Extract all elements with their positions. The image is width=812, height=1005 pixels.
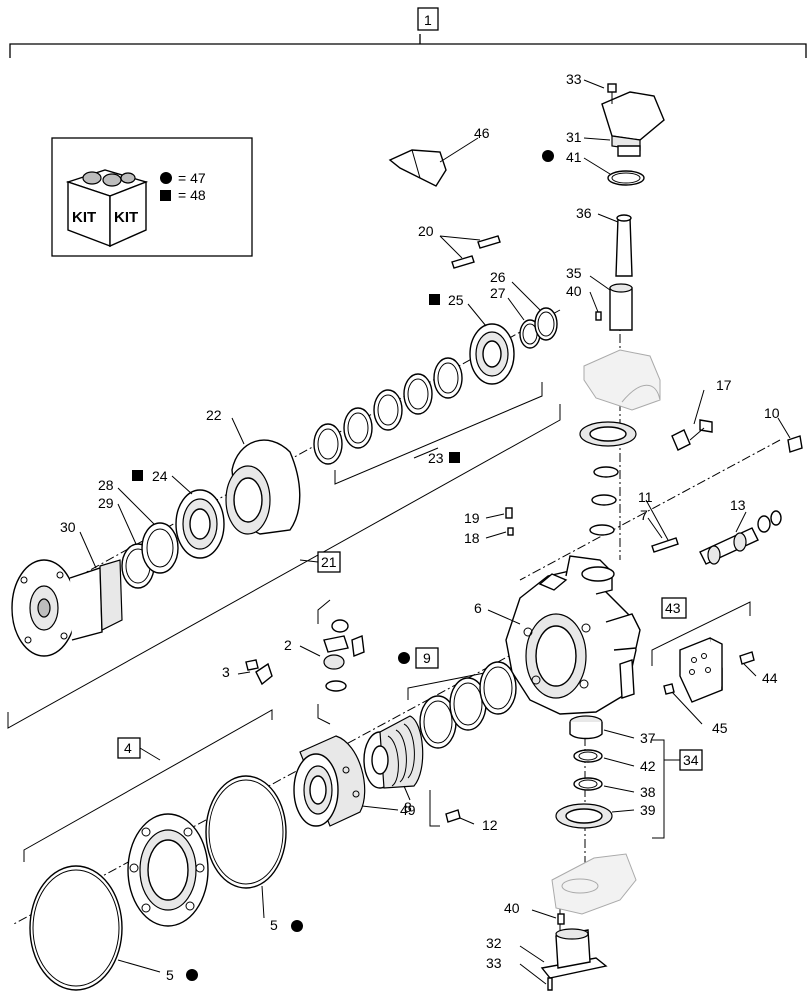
- hub-part-22: 22: [206, 407, 301, 535]
- callout-29: 29: [98, 495, 114, 511]
- bearing-part-24: 24: [132, 468, 225, 559]
- callout-7: 7: [640, 507, 648, 523]
- circle-kit-ref: = 47: [178, 170, 206, 186]
- callout-28: 28: [98, 477, 114, 493]
- callout-24: 24: [152, 468, 168, 484]
- seal-kit-part-2: 2: [284, 599, 365, 725]
- planet-gear-part-49: 49: [293, 735, 416, 827]
- callout-40-top: 40: [566, 283, 582, 299]
- kit-circle-icon: [542, 150, 554, 162]
- oring-part-41: 41: [542, 149, 645, 186]
- shim-rings-23: 23: [313, 357, 543, 485]
- callout-13: 13: [730, 497, 746, 513]
- pin-part-20: 20: [418, 223, 501, 269]
- callout-6: 6: [474, 600, 482, 616]
- callout-8: 8: [404, 799, 412, 815]
- callout-32: 32: [486, 935, 502, 951]
- callout-5-lower: 5: [166, 967, 174, 983]
- callout-5-upper: 5: [270, 917, 278, 933]
- callout-26: 26: [490, 269, 506, 285]
- square-kit-ref: = 48: [178, 187, 206, 203]
- callout-18: 18: [464, 530, 480, 546]
- upper-knuckle-ghost: [583, 349, 661, 411]
- callout-33-top: 33: [566, 71, 582, 87]
- housing-part-6: 6: [474, 555, 641, 715]
- square-symbol-icon: [160, 190, 171, 201]
- rings-26-27: 26 27: [490, 269, 558, 349]
- callout-30: 30: [60, 519, 76, 535]
- oring-part-5: 5 5: [29, 775, 303, 991]
- kit-circle-icon: [186, 969, 198, 981]
- sleeve-part-35: 35 40: [566, 265, 633, 331]
- kit-circle-icon: [291, 920, 303, 932]
- callout-36: 36: [576, 205, 592, 221]
- callout-22: 22: [206, 407, 222, 423]
- kit-circle-icon: [398, 652, 410, 664]
- callout-39: 39: [640, 802, 656, 818]
- callout-20: 20: [418, 223, 434, 239]
- seal-rings-9: 9: [398, 647, 517, 749]
- callout-17: 17: [716, 377, 732, 393]
- boxed-callout-43: 43: [665, 600, 681, 616]
- assembly-ref-label: 1: [424, 12, 432, 28]
- boxed-callout-21: 21: [321, 554, 337, 570]
- bottom-cap-part-32: 40 32 33: [486, 900, 608, 991]
- callout-10: 10: [764, 405, 780, 421]
- circle-symbol-icon: [160, 172, 172, 184]
- callout-33-bottom: 33: [486, 955, 502, 971]
- callout-35: 35: [566, 265, 582, 281]
- callout-27: 27: [490, 285, 506, 301]
- kit-legend: KIT KIT = 47 = 48: [51, 137, 253, 257]
- callout-38: 38: [640, 784, 656, 800]
- clip-part-46: 46: [388, 125, 490, 187]
- clip-part-3: 3: [222, 659, 273, 686]
- callout-2: 2: [284, 637, 292, 653]
- washers-stack: [579, 421, 637, 536]
- ring-gear-group-4: 4: [23, 709, 273, 927]
- cylinder-part-13: 13: [699, 497, 782, 565]
- kit-label-left: KIT: [72, 209, 96, 226]
- callout-11: 11: [638, 489, 653, 505]
- callout-41: 41: [566, 149, 582, 165]
- callout-44: 44: [762, 670, 778, 686]
- screw-part-11-7: 11 7: [638, 489, 679, 553]
- callout-31: 31: [566, 129, 582, 145]
- spring-part-8: 8: [363, 715, 424, 815]
- sensor-part-31: 33 31: [566, 71, 665, 157]
- rings-28-29: 28 29: [98, 477, 179, 589]
- callout-12: 12: [482, 817, 498, 833]
- group-21-bracket: 21: [7, 404, 561, 729]
- callout-25: 25: [448, 292, 464, 308]
- callout-3: 3: [222, 664, 230, 680]
- kingpin-group-34: 34 37 42 38 39: [555, 715, 703, 839]
- fitting-part-17: 17: [671, 377, 732, 451]
- kit-square-icon: [449, 452, 460, 463]
- callout-37: 37: [640, 730, 656, 746]
- boxed-callout-9: 9: [423, 650, 431, 666]
- callout-42: 42: [640, 758, 656, 774]
- plug-part-10: 10: [764, 405, 803, 453]
- callout-19: 19: [464, 510, 480, 526]
- callout-40-bottom: 40: [504, 900, 520, 916]
- callout-46: 46: [474, 125, 490, 141]
- boxed-callout-34: 34: [683, 752, 699, 768]
- kit-label-right: KIT: [114, 209, 138, 226]
- callout-23: 23: [428, 450, 444, 466]
- lower-knuckle-ghost: [551, 853, 637, 915]
- kit-square-icon: [429, 294, 440, 305]
- shaft-part-36: 36: [576, 205, 633, 277]
- screw-part-12: 12: [429, 790, 498, 833]
- assembly-bracket: 1: [9, 7, 807, 58]
- flange-shaft-part-30: 30: [11, 519, 123, 657]
- callout-45: 45: [712, 720, 728, 736]
- kit-square-icon: [132, 470, 143, 481]
- valve-block-43: 43 44 45: [651, 597, 778, 736]
- boxed-callout-4: 4: [124, 740, 132, 756]
- callout-49: 49: [400, 802, 416, 818]
- bearing-part-25: 25: [429, 292, 515, 385]
- grease-fittings-18-19: 19 18: [464, 507, 514, 546]
